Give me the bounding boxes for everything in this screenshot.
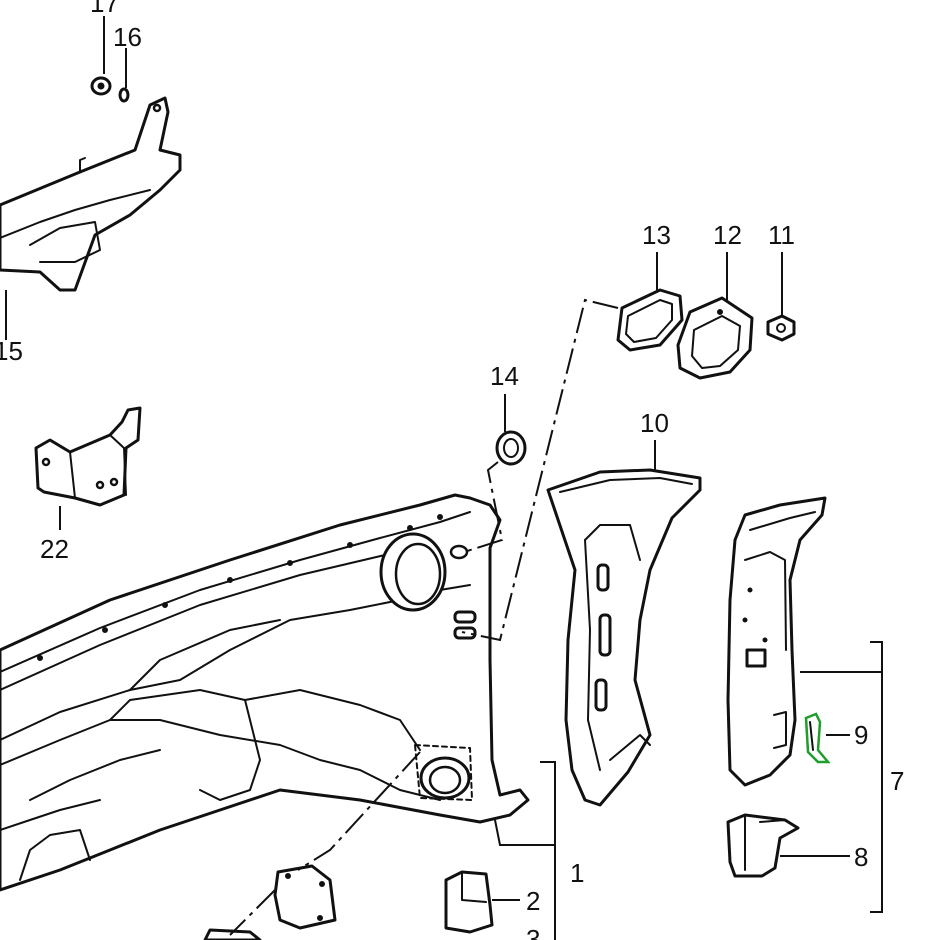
part-1-body-assembly <box>0 493 530 892</box>
part-15-frame-bracket <box>0 96 182 292</box>
leader-lines <box>5 16 850 936</box>
callout-11: 11 <box>768 220 795 250</box>
callout-14: 14 <box>490 361 519 391</box>
callout-13: 13 <box>642 220 671 250</box>
callout-1: 1 <box>570 858 584 888</box>
part-17-nut <box>90 76 112 96</box>
bracket-part-1 <box>494 761 556 940</box>
callout-8: 8 <box>854 842 868 872</box>
part-22-bracket <box>34 406 142 507</box>
part-8-bracket-block <box>726 813 800 878</box>
callout-2: 2 <box>526 886 540 916</box>
callout-22: 22 <box>40 534 69 564</box>
callout-16: 16 <box>113 22 142 52</box>
speaker-cover-plate <box>273 864 337 930</box>
part-11-nut <box>766 314 796 342</box>
part-14-grommet <box>495 430 527 466</box>
callout-7: 7 <box>890 766 904 796</box>
part-9-clip <box>804 712 831 764</box>
part-7-quarter-inner <box>726 496 827 787</box>
callout-3: 3 <box>526 924 540 940</box>
callout-9: 9 <box>854 720 868 750</box>
bracket-part-7 <box>800 641 883 913</box>
callout-12: 12 <box>713 220 742 250</box>
part-10-pillar-trim <box>546 468 702 807</box>
part-2-block <box>444 870 494 934</box>
part-12-cover-plate <box>676 296 754 380</box>
part-16-washer <box>118 87 130 103</box>
callout-15: 15 <box>0 336 23 366</box>
part-13-gasket <box>616 288 684 352</box>
lower-strip-partial <box>203 928 262 940</box>
callout-17: 17 <box>90 0 119 18</box>
callout-10: 10 <box>640 408 669 438</box>
